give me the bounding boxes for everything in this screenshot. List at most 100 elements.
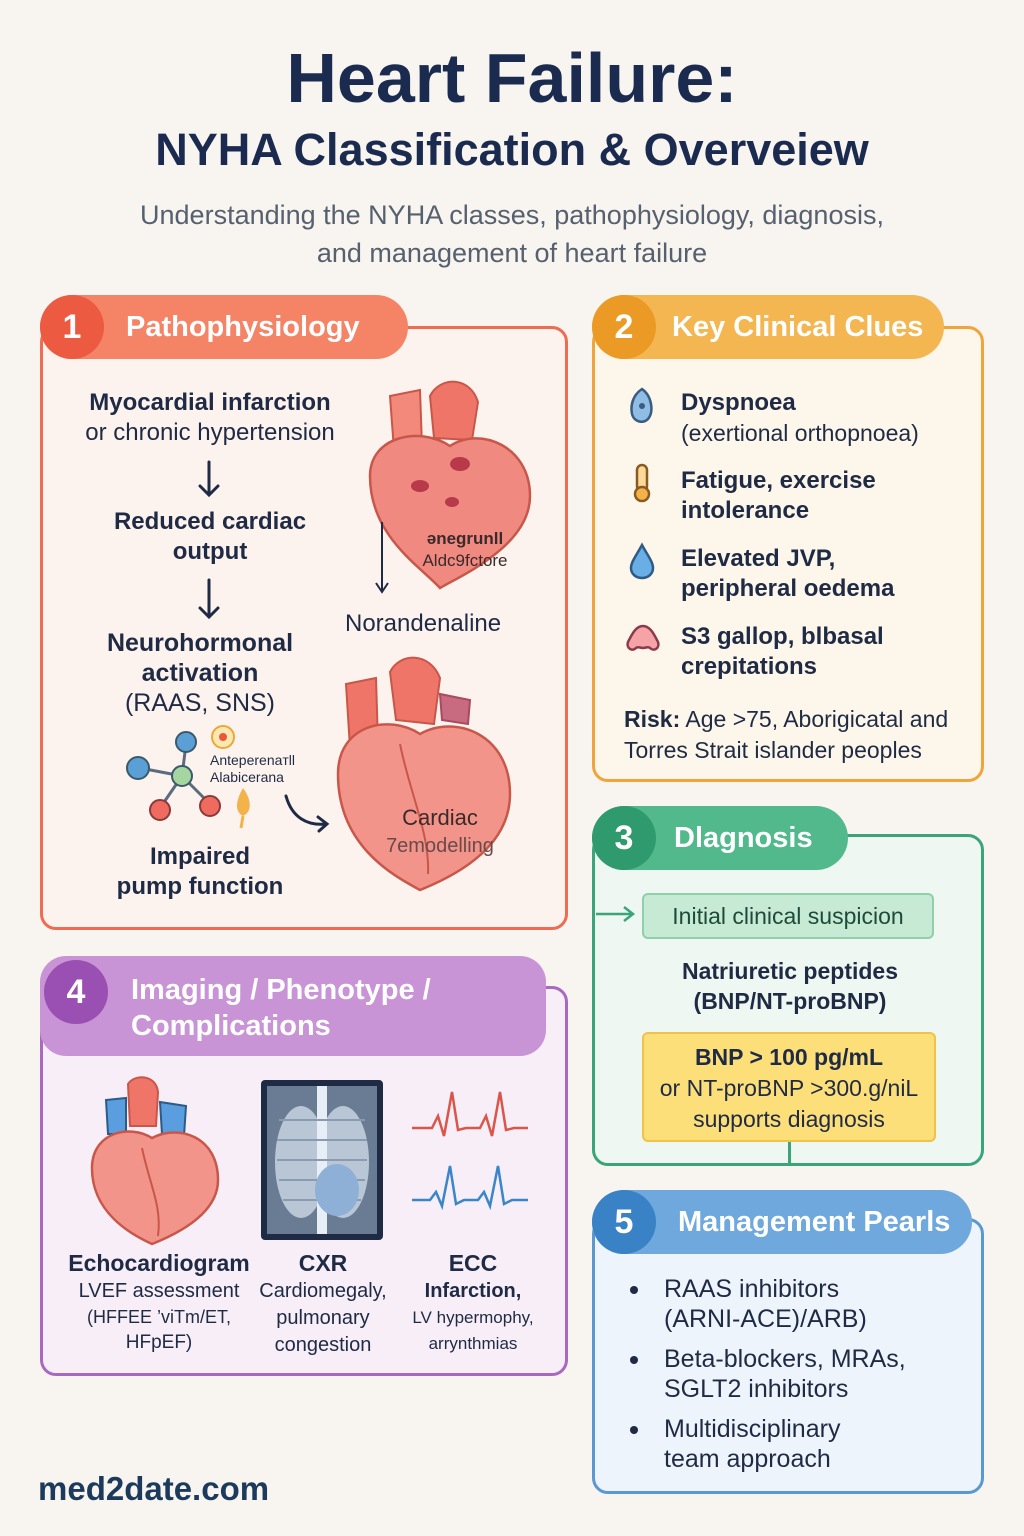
- clue-title: Dyspnoea: [681, 389, 796, 416]
- heart-label-line1: ənegrunll: [426, 529, 504, 548]
- echo-line2: (HFFEE ’viTm/ET,: [87, 1307, 231, 1327]
- cxr-line2: pulmonary: [276, 1307, 370, 1329]
- management-item-line2: (ARNI-ACE)/ARB): [664, 1305, 867, 1333]
- arrow-right-icon: [594, 904, 638, 929]
- clue-item: S3 gallop, blbasal crepitations: [681, 622, 884, 682]
- suspicion-box: Initial clinical suspicion: [642, 893, 934, 939]
- curved-arrow-icon: [282, 790, 332, 839]
- clinical-clues-header: 2 Key Clinical Clues: [592, 295, 944, 359]
- molecule-icon: [120, 728, 240, 833]
- clue-title: S3 gallop, blbasal: [681, 623, 884, 650]
- arrow-down-icon: [194, 578, 224, 627]
- section-title: Imaging / Phenotype / Complications: [131, 972, 431, 1044]
- patho-step-output: Reduced cardiac output: [60, 507, 360, 567]
- patho-step-cause: Myocardial infarction: [60, 388, 360, 418]
- clue-title: Fatigue, exercise: [681, 467, 876, 494]
- ecg-title: ECC: [448, 1250, 498, 1276]
- patho-step-output-line2: output: [172, 538, 248, 565]
- description-line-1: Understanding the NYHA classes, pathophy…: [140, 200, 884, 230]
- risk-label: Risk:: [624, 706, 681, 732]
- management-header: 5 Management Pearls: [592, 1190, 972, 1254]
- cxr-caption: CXR Cardiomegaly, pulmonary congestion: [252, 1248, 394, 1359]
- xray-image: [261, 1080, 383, 1240]
- connector-line: [788, 1142, 791, 1166]
- bullet-icon: [630, 1356, 638, 1364]
- section-number-badge: 4: [44, 960, 108, 1024]
- clue-item: Elevated JVP, peripheral oedema: [681, 544, 894, 604]
- clue-sub: peripheral oedema: [681, 575, 895, 602]
- management-item-line1: RAAS inhibitors: [664, 1275, 840, 1303]
- arrow-down-icon: [372, 520, 392, 605]
- section-title: Dlagnosis: [674, 821, 813, 854]
- section-number-badge: 2: [592, 295, 656, 359]
- ecg-caption: ECC Infarction, LV hypermophy, arrynthmi…: [398, 1248, 548, 1357]
- management-item-line2: SGLT2 inhibitors: [664, 1375, 849, 1403]
- ecg-line3: arrynthmias: [428, 1334, 518, 1353]
- ecg-line1: Infarction,: [424, 1280, 522, 1302]
- pathophysiology-header: 1 Pathophysiology: [40, 295, 408, 359]
- description-line-2: and management of heart failure: [316, 238, 708, 268]
- ecg-line2: LV hypermophy,: [412, 1308, 534, 1327]
- clue-sub: (exertional orthopnoea): [681, 420, 919, 446]
- arrow-down-icon: [194, 460, 224, 505]
- patho-step-neuro-line2: activation: [141, 659, 259, 687]
- cxr-title: CXR: [298, 1250, 348, 1276]
- patho-step-neuro-line1: Neurohormonal: [106, 629, 294, 657]
- flame-icon: [232, 786, 254, 835]
- clue-title: Elevated JVP,: [681, 545, 836, 572]
- patho-step-cause-line2: or chronic hypertension: [85, 419, 335, 446]
- patho-step-cause-line1: Myocardial infarction: [89, 389, 331, 416]
- echo-line1: LVEF assessment: [78, 1280, 240, 1302]
- section-number-badge: 3: [592, 806, 656, 870]
- heart-label-line2: Aldc9fctore: [422, 551, 508, 570]
- section-title: Pathophysiology: [126, 310, 360, 343]
- molecule-label: Anteperenaтll Alabicerana: [210, 752, 295, 786]
- patho-step-impaired: Impaired pump function: [50, 842, 350, 902]
- cxr-line3: congestion: [274, 1334, 372, 1356]
- page-description: Understanding the NYHA classes, pathophy…: [0, 196, 1024, 272]
- list-item: Beta-blockers, MRAs, SGLT2 inhibitors: [630, 1344, 906, 1404]
- clue-item: Dyspnoea (exertional orthopnoea): [681, 388, 919, 448]
- molecule-label-line2: Alabicerana: [210, 769, 284, 785]
- clue-item: Fatigue, exercise intolerance: [681, 466, 876, 526]
- site-link[interactable]: med2date.com: [38, 1470, 270, 1507]
- management-item-line2: team approach: [664, 1445, 831, 1473]
- clinical-clues-panel: [592, 326, 984, 782]
- risk-line2: Torres Strait islander peoples: [624, 737, 922, 763]
- diagnosis-header: 3 Dlagnosis: [592, 806, 848, 870]
- page-subtitle-heading: NYHA Classification & Overveiew: [155, 124, 869, 175]
- echo-caption: Echocardiogram LVEF assessment (HFFEE ’v…: [62, 1248, 256, 1356]
- echo-heart-illustration: [86, 1076, 226, 1251]
- remodelling-label-line2: 7emodelling: [386, 835, 494, 857]
- list-item: Multidisciplinary team approach: [630, 1414, 840, 1474]
- patho-step-impaired-line1: Impaired: [149, 843, 251, 870]
- bnp-threshold-box: BNP > 100 pg/mL or NT-proBNP >300.g/niL …: [642, 1032, 936, 1142]
- natriuretic-line2: (BNP/NT-proBNP): [693, 988, 887, 1014]
- patho-step-neuro: Neurohormonal activation (RAAS, SNS): [50, 628, 350, 718]
- natriuretic-text: Natriuretic peptides (BNP/NT-proBNP): [640, 956, 940, 1016]
- lung-icon: [626, 386, 658, 429]
- management-panel: [592, 1218, 984, 1494]
- section-title: Key Clinical Clues: [672, 310, 924, 343]
- section-title-line2: Complications: [131, 1010, 331, 1042]
- bnp-line1: BNP > 100 pg/mL: [694, 1044, 884, 1070]
- molecule-label-line1: Anteperenaтll: [210, 752, 296, 768]
- risk-text: Risk: Age >75, Aborigicatal and Torres S…: [624, 704, 948, 766]
- patho-step-output-line1: Reduced cardiac: [113, 508, 307, 535]
- management-item-line1: Beta-blockers, MRAs,: [664, 1345, 906, 1373]
- ecg-trace-red: [410, 1086, 530, 1151]
- droplet-icon: [628, 542, 656, 585]
- natriuretic-line1: Natriuretic peptides: [682, 958, 898, 984]
- bullet-icon: [630, 1286, 638, 1294]
- remodelling-heart-illustration: [330, 654, 520, 899]
- norad-label: Norandenaline: [345, 610, 502, 637]
- section-title-line1: Imaging / Phenotype /: [131, 974, 431, 1006]
- remodelling-label: Cardiac 7emodelling: [375, 804, 505, 860]
- page-title: Heart Failure:: [286, 39, 738, 117]
- patho-step-cause-sub: or chronic hypertension: [60, 418, 360, 448]
- echo-line3: HFpEF): [125, 1332, 193, 1353]
- heart-label: ənegrunll Aldc9fctore: [410, 528, 520, 572]
- section-number-badge: 5: [592, 1190, 656, 1254]
- suspicion-text: Initial clinical suspicion: [672, 902, 904, 929]
- patho-step-neuro-line3: (RAAS, SNS): [124, 689, 276, 717]
